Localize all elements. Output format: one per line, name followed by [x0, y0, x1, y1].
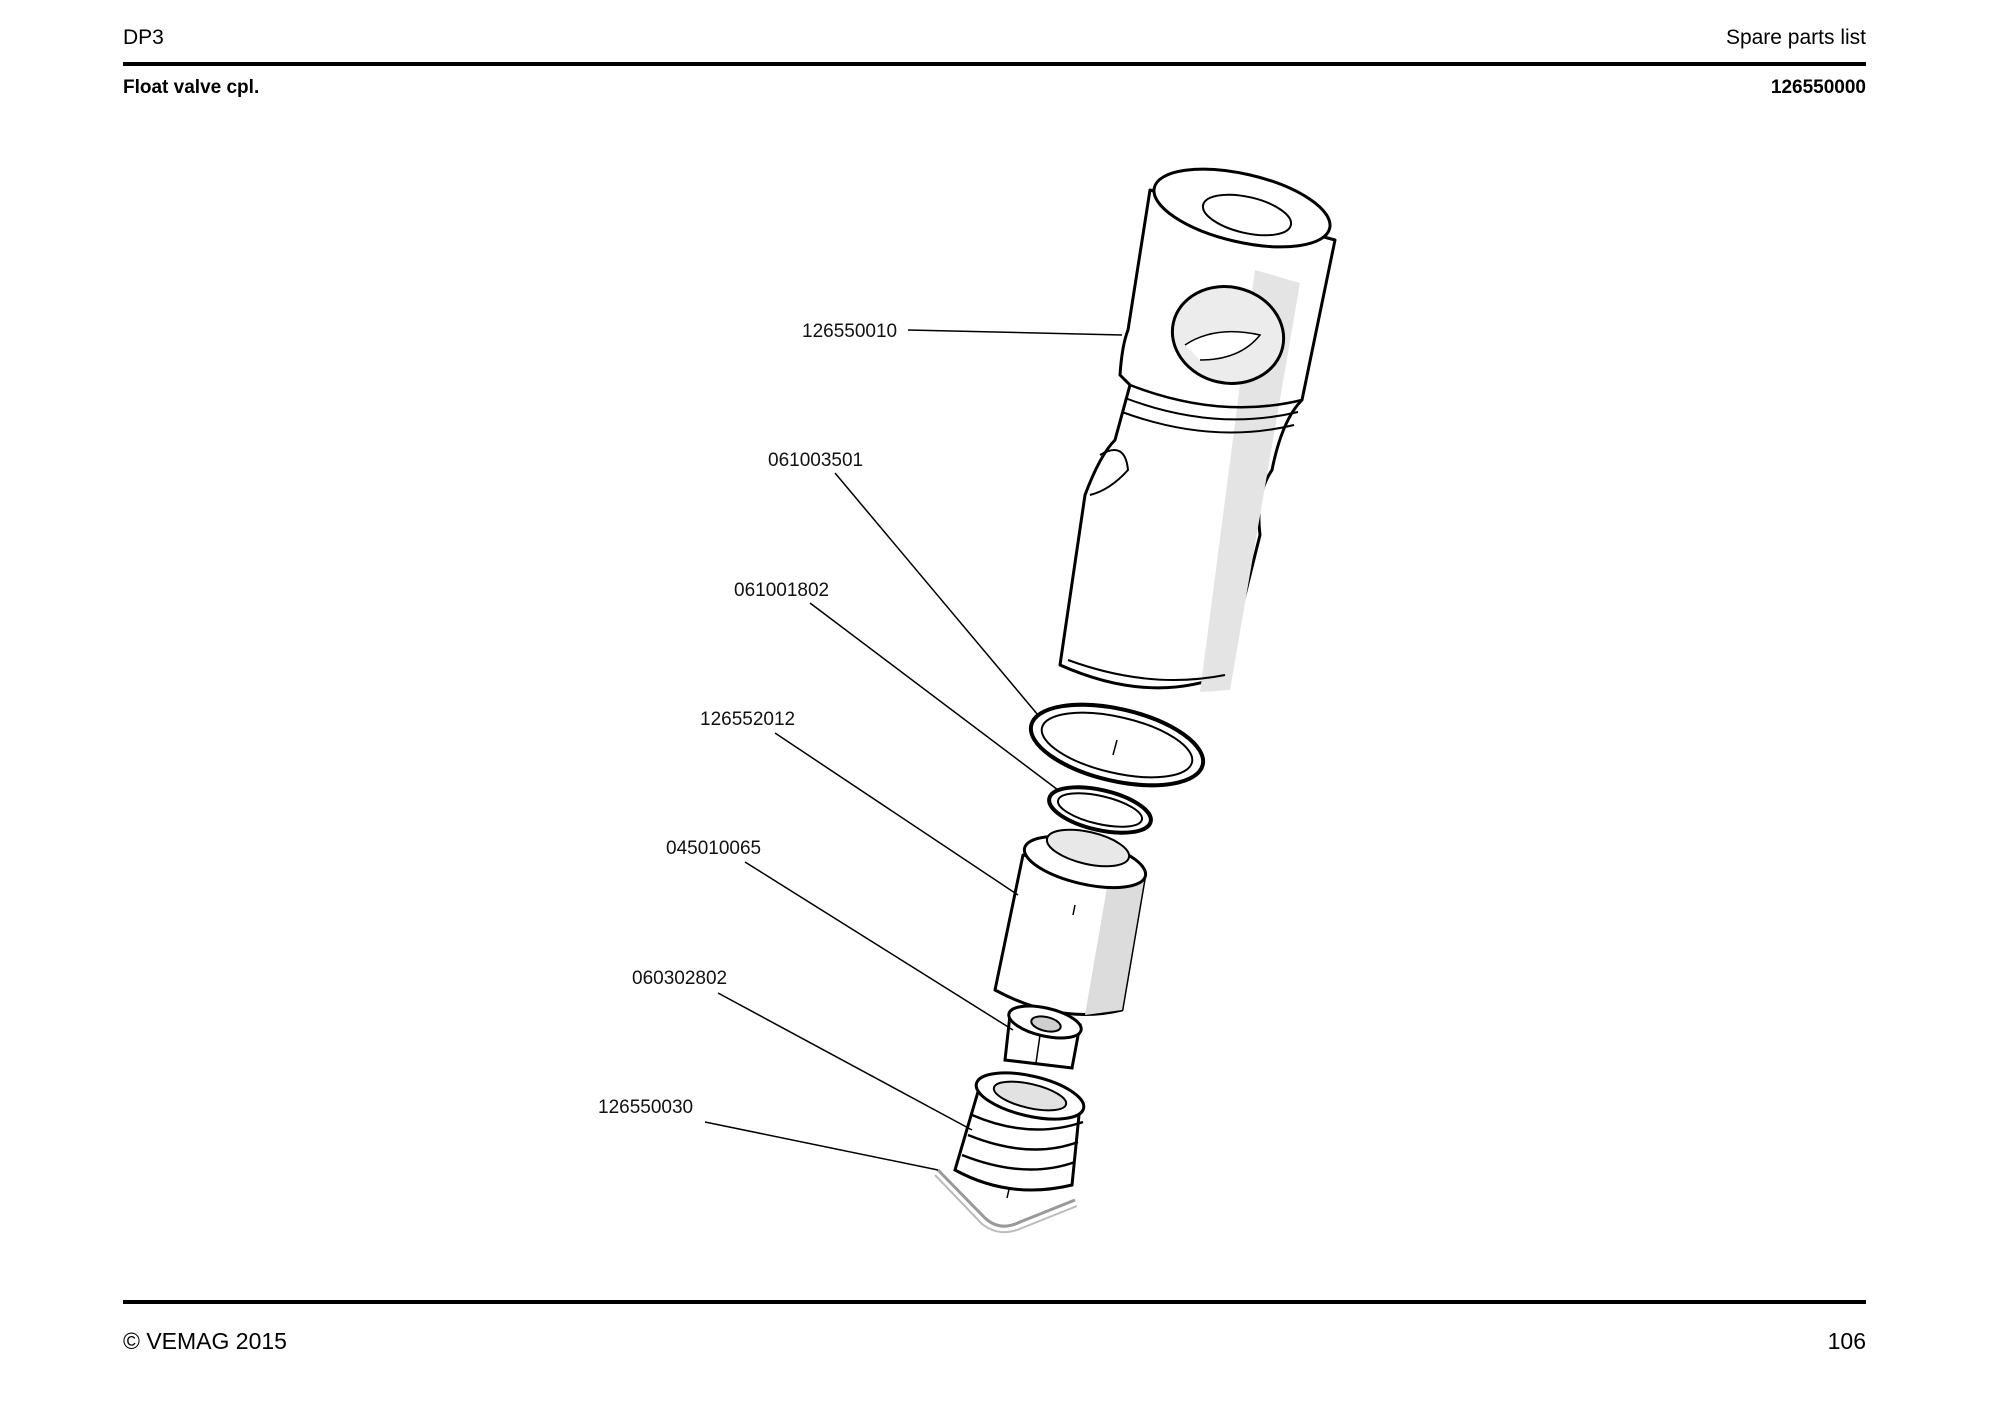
assembly-number: 126550000	[1770, 77, 1866, 98]
callout-label: 126552012	[700, 709, 795, 730]
header-rule	[123, 62, 1866, 66]
header-doc-type: Spare parts list	[1725, 26, 1866, 49]
leader-126552012	[774, 732, 1019, 896]
part-hex-nut	[1003, 1004, 1083, 1070]
leader-045010065	[744, 861, 1014, 1031]
part-main-body	[1058, 167, 1337, 692]
leader-lines	[704, 329, 1123, 1171]
part-o-ring-small	[1047, 785, 1153, 835]
assembly-name: Float valve cpl.	[123, 77, 260, 98]
footer-copyright: © VEMAG 2015	[123, 1328, 287, 1354]
callout-label: 061003501	[768, 450, 863, 471]
leader-061003501	[834, 472, 1039, 716]
leader-126550030	[704, 1121, 939, 1171]
part-o-ring-large	[1028, 702, 1206, 788]
callout-label: 060302802	[632, 968, 727, 989]
leader-060302802	[717, 992, 973, 1131]
part-screw-cap	[953, 1071, 1086, 1192]
footer-rule	[123, 1300, 1866, 1304]
callout-label: 126550030	[598, 1097, 693, 1118]
header-model: DP3	[123, 26, 164, 49]
callout-label: 061001802	[734, 580, 829, 601]
part-spring-clip	[934, 1168, 1078, 1234]
part-valve-piston	[993, 828, 1148, 1016]
callout-label: 045010065	[666, 838, 761, 859]
callout-label: 126550010	[802, 321, 897, 342]
leader-061001802	[809, 602, 1059, 791]
page-number: 106	[1827, 1328, 1866, 1354]
leader-126550010	[907, 329, 1123, 336]
